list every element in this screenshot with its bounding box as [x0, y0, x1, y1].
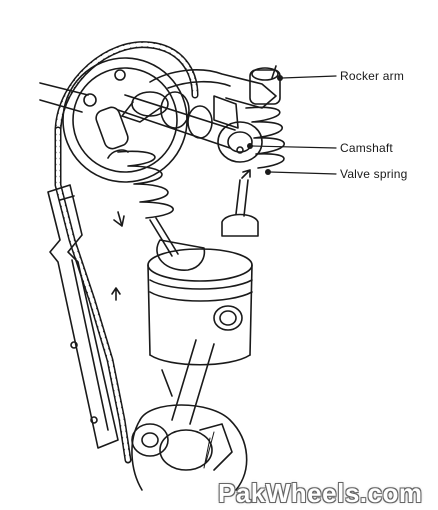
- rocker-arm-label: Rocker arm: [340, 69, 405, 83]
- piston: [147, 248, 253, 366]
- chain-tensioner-rail: [47, 184, 119, 449]
- camshaft: [117, 91, 263, 163]
- camshaft-leader: [251, 145, 337, 149]
- camshaft-label: Camshaft: [340, 141, 393, 155]
- right-valve-assembly: [221, 106, 286, 237]
- pakwheels-watermark: PakWheels.com: [218, 478, 423, 508]
- rocker-arm-assembly: [121, 65, 281, 129]
- rocker-arm-leader: [281, 75, 337, 79]
- valve-spring-leader: [269, 171, 337, 175]
- left-valve-assembly: [95, 106, 206, 271]
- crankshaft: [131, 404, 248, 491]
- label-leader-lines: [247, 75, 337, 175]
- timing-chain: [54, 41, 199, 464]
- connecting-rod: [161, 339, 215, 425]
- direction-arrows: [39, 82, 251, 301]
- cam-sprocket: [62, 57, 188, 183]
- valve-spring-label: Valve spring: [340, 167, 408, 181]
